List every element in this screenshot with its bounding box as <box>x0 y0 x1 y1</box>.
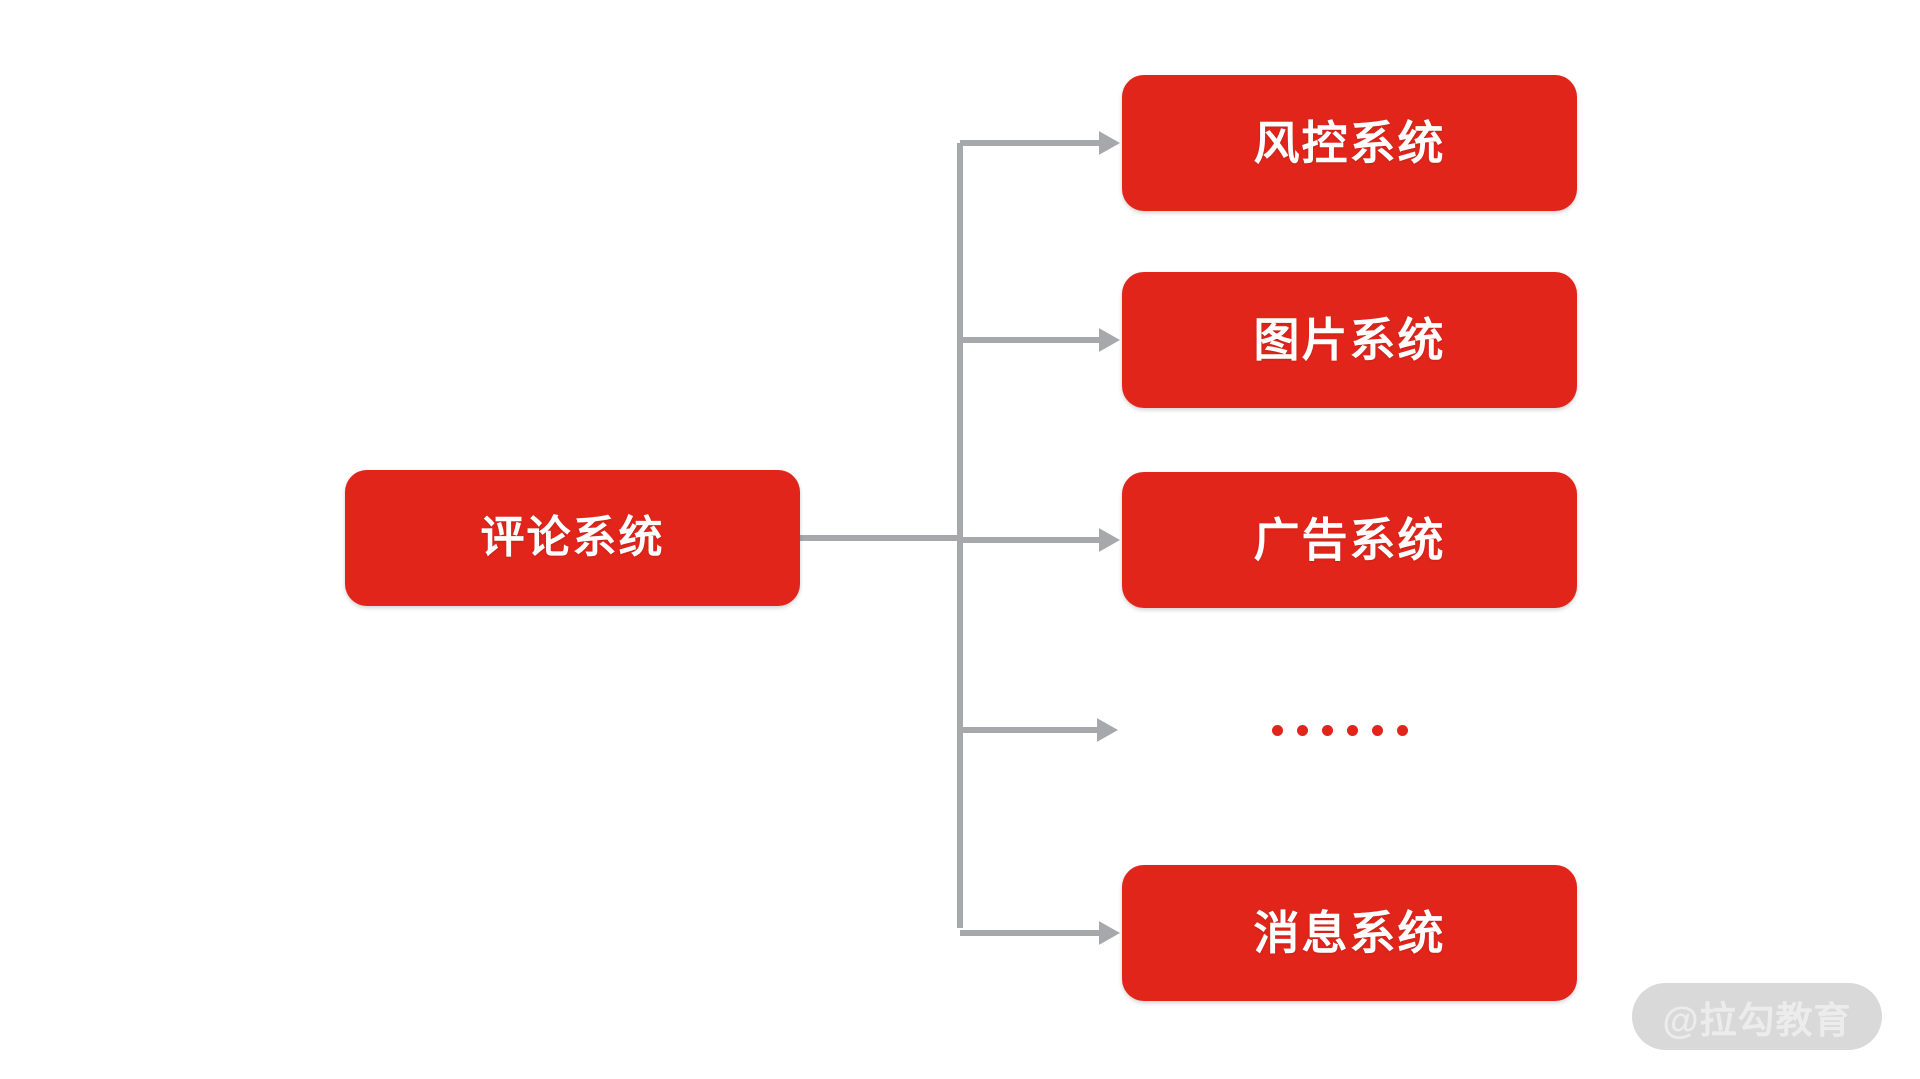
node-label: 评论系统 <box>480 513 665 562</box>
arrow-head-4 <box>1097 718 1118 742</box>
node-label: 图片系统 <box>1253 314 1446 366</box>
arrow-head-2 <box>1099 328 1120 352</box>
watermark-label: @拉勾教育 <box>1662 999 1852 1041</box>
connector-group <box>800 131 1120 945</box>
node-label: 消息系统 <box>1253 907 1446 959</box>
node-target-3[interactable]: 广告系统 <box>1122 472 1577 608</box>
arrow-head-1 <box>1099 131 1120 155</box>
ellipsis-dot <box>1297 724 1308 736</box>
arrow-head-3 <box>1099 528 1120 552</box>
node-label: 风控系统 <box>1253 117 1446 169</box>
ellipsis-dot <box>1272 724 1283 736</box>
ellipsis-dot <box>1322 724 1333 736</box>
node-label: 广告系统 <box>1253 514 1446 566</box>
node-ellipsis <box>1240 700 1440 760</box>
ellipsis-dot <box>1347 724 1358 736</box>
ellipsis-dot <box>1372 724 1383 736</box>
node-target-2[interactable]: 图片系统 <box>1122 272 1577 408</box>
watermark-badge: @拉勾教育 <box>1632 983 1882 1050</box>
ellipsis-dot <box>1397 724 1408 736</box>
node-root-comment-system[interactable]: 评论系统 <box>345 470 800 606</box>
node-target-1[interactable]: 风控系统 <box>1122 75 1577 211</box>
arrow-head-5 <box>1099 921 1120 945</box>
node-target-5[interactable]: 消息系统 <box>1122 865 1577 1001</box>
